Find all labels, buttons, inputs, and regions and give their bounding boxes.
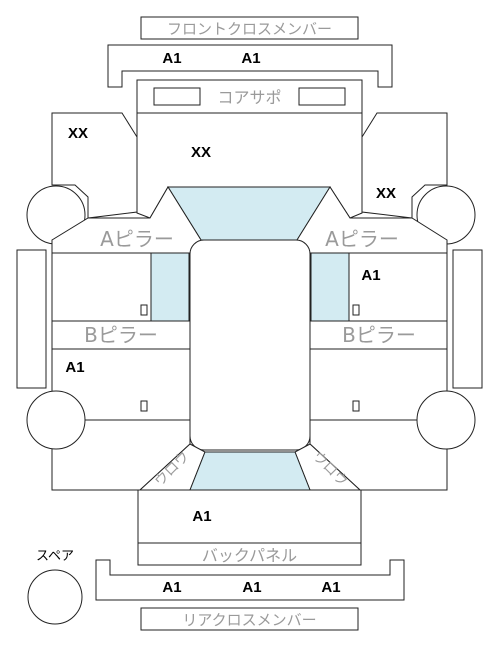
right-b-pillar-label: Bピラー (342, 323, 416, 347)
front-cross-member[interactable] (107, 44, 393, 88)
rear-cross-member-label-box (140, 607, 359, 631)
front-cross-member-left-mark: A1 (162, 50, 181, 67)
left-headlight[interactable] (153, 87, 201, 106)
back-panel[interactable] (137, 542, 362, 566)
left-front-door-handle[interactable] (140, 304, 148, 316)
rear-cross-member[interactable] (95, 559, 405, 601)
trunk[interactable] (137, 489, 362, 544)
right-rear-tire[interactable] (416, 390, 476, 450)
roof[interactable] (189, 239, 311, 451)
left-rear-door-handle[interactable] (140, 400, 148, 412)
right-front-fender-mark: XX (376, 185, 396, 202)
front-cross-member-label-box (140, 16, 359, 40)
rear-cross-member-center-mark: A1 (242, 579, 261, 596)
core-support-label: コアサポ (217, 88, 281, 107)
left-rear-door-mark: A1 (65, 359, 84, 376)
spare-label: スペア (36, 549, 74, 564)
right-headlight[interactable] (298, 87, 346, 106)
left-a-pillar-label: Aピラー (100, 227, 174, 251)
hood-mark: XX (191, 144, 211, 161)
front-cross-member-right-mark: A1 (241, 50, 260, 67)
left-side-sill[interactable] (16, 249, 47, 389)
left-rear-tire[interactable] (26, 390, 86, 450)
left-front-fender-mark: XX (68, 125, 88, 142)
back-panel-label: バックパネル (202, 546, 297, 565)
left-b-pillar-label: Bピラー (84, 323, 158, 347)
right-front-door-mark: A1 (361, 267, 380, 284)
right-rear-door-handle[interactable] (352, 400, 360, 412)
right-a-pillar-label: Aピラー (325, 227, 399, 251)
rear-cross-member-label: リアクロスメンバー (182, 611, 316, 629)
spare-tire[interactable] (27, 569, 83, 625)
front-cross-member-label: フロントクロスメンバー (167, 20, 332, 38)
right-front-door-handle[interactable] (352, 304, 360, 316)
right-b-pillar[interactable] (309, 320, 448, 350)
trunk-mark: A1 (192, 508, 211, 525)
right-side-sill[interactable] (452, 249, 483, 389)
rear-cross-member-left-mark: A1 (162, 579, 181, 596)
rear-window[interactable] (189, 451, 311, 491)
rear-cross-member-right-mark: A1 (321, 579, 340, 596)
